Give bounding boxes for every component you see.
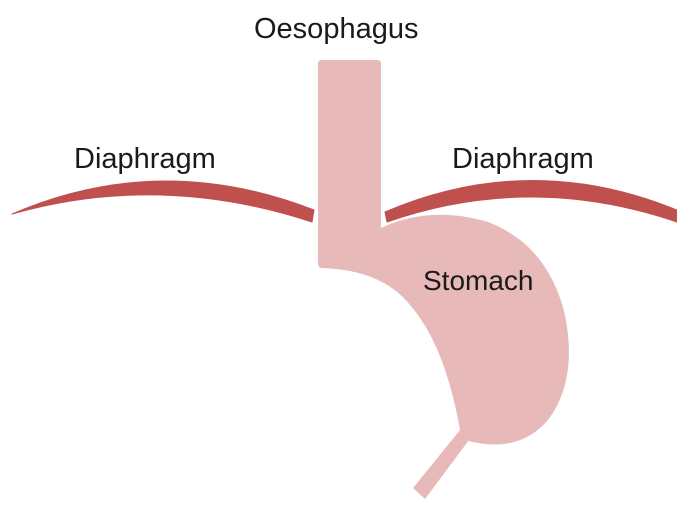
diaphragm-left-label: Diaphragm — [74, 145, 216, 174]
stomach-label: Stomach — [423, 267, 534, 295]
diaphragm-left-shape — [12, 181, 314, 222]
oesophagus-label: Oesophagus — [254, 15, 418, 44]
diaphragm-right-label: Diaphragm — [452, 145, 594, 174]
